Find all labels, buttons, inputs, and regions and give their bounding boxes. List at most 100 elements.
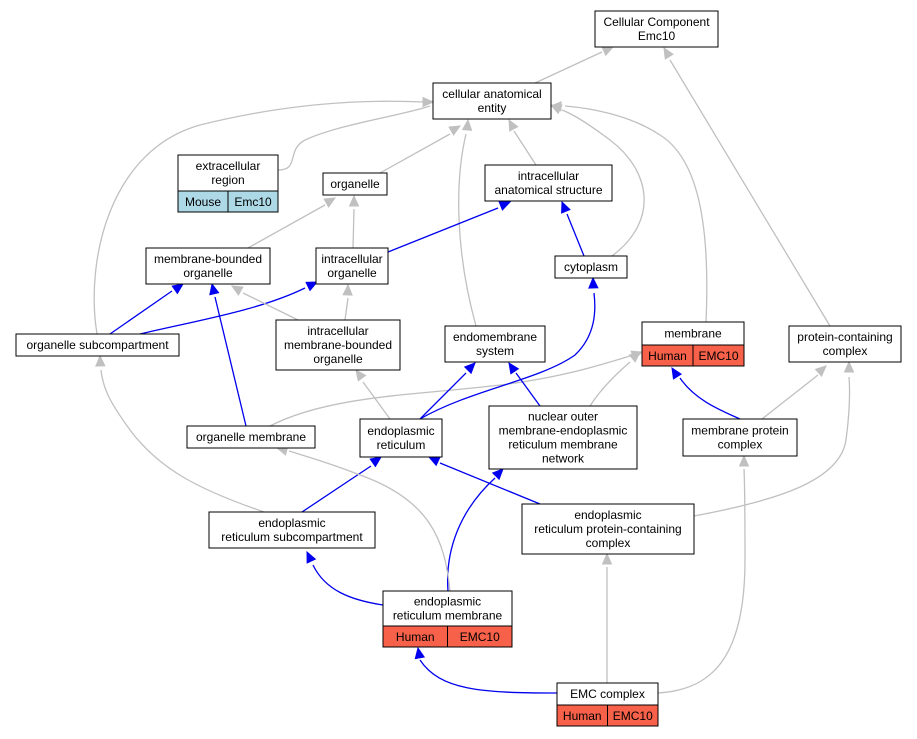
edge-er-protein-containing-complex-to-protein-containing-complex xyxy=(693,360,855,517)
species-label: Mouse xyxy=(185,195,221,209)
node-box xyxy=(682,418,798,457)
node-label-line: reticulum membrane xyxy=(393,609,503,623)
node-organelle-subcompartment[interactable]: organelle subcompartment xyxy=(15,333,180,357)
edge-arrowhead xyxy=(448,125,462,136)
edge-organelle-subcompartment-to-cellular-anatomical-entity xyxy=(93,96,435,335)
edge-membrane-bounded-organelle-to-organelle xyxy=(247,197,337,249)
edge-line xyxy=(269,355,631,427)
edge-membrane-to-cellular-anatomical-entity xyxy=(549,101,708,323)
node-organelle-membrane[interactable]: organelle membrane xyxy=(186,425,316,449)
node-label-line: organelle xyxy=(330,177,380,191)
edge-line xyxy=(566,213,585,257)
node-organelle[interactable]: organelle xyxy=(322,172,388,196)
edge-arrowhead xyxy=(348,194,360,207)
gene-cell xyxy=(607,704,659,727)
edge-arrowhead xyxy=(671,366,683,380)
node-box xyxy=(15,333,180,357)
edge-line xyxy=(312,564,384,606)
node-label-line: endoplasmic xyxy=(414,595,481,609)
edge-line xyxy=(362,381,391,420)
node-box xyxy=(186,425,316,449)
node-box xyxy=(594,10,719,48)
edge-arrowhead xyxy=(230,285,244,296)
node-label-line: reticulum membrane xyxy=(508,438,618,452)
node-label-line: intracellular xyxy=(307,324,368,338)
edge-line xyxy=(561,109,645,257)
edge-line xyxy=(301,465,372,513)
species-label: Human xyxy=(563,709,602,723)
edge-line xyxy=(387,207,499,253)
edge-line xyxy=(247,204,326,249)
node-label-line: network xyxy=(542,452,585,466)
node-label-line: organelle xyxy=(327,266,377,280)
node-box xyxy=(788,325,902,363)
gene-label: Emc10 xyxy=(234,195,272,209)
node-label-line: membrane-endoplasmic xyxy=(499,424,628,438)
edge-arrowhead xyxy=(414,646,426,660)
edge-emc-complex-to-er-protein-containing-complex xyxy=(601,552,613,683)
edge-arrowhead xyxy=(508,118,519,132)
edge-line xyxy=(352,208,355,249)
edge-er-subcompartment-to-endoplasmic-reticulum xyxy=(301,456,382,513)
edge-line xyxy=(589,361,631,407)
edge-arrowhead xyxy=(843,360,855,373)
edge-er-membrane-to-er-subcompartment xyxy=(306,550,384,606)
node-box xyxy=(275,319,401,371)
node-label-line: complex xyxy=(823,344,868,358)
edge-cellular-anatomical-entity-to-cellular-component xyxy=(534,46,615,84)
edge-arrowhead xyxy=(588,276,599,289)
node-label-line: membrane xyxy=(664,327,722,341)
edge-emc-complex-to-er-membrane xyxy=(414,646,558,694)
node-box xyxy=(145,247,271,285)
node-label-line: extracellular xyxy=(196,159,261,173)
edge-protein-containing-complex-to-cellular-component xyxy=(663,46,831,327)
edge-line xyxy=(344,297,349,321)
edge-intracellular-organelle-to-organelle xyxy=(348,194,360,249)
gene-cell xyxy=(447,625,513,648)
edge-endoplasmic-reticulum-to-endomembrane-system xyxy=(419,362,476,420)
edge-intracellular-organelle-to-intracellular-anatomical-structure xyxy=(387,201,512,253)
edge-line xyxy=(693,376,851,517)
node-box xyxy=(359,418,443,458)
node-label-line: anatomical structure xyxy=(494,183,602,197)
gene-cell xyxy=(692,344,745,367)
edge-organelle-subcompartment-to-intracellular-organelle xyxy=(139,281,319,335)
gene-label: EMC10 xyxy=(460,630,500,644)
node-label-line: reticulum xyxy=(377,438,426,452)
edge-endoplasmic-reticulum-to-intracellular-membrane-bounded-organelle xyxy=(355,369,391,420)
edge-endomembrane-system-to-cellular-anatomical-entity xyxy=(458,118,477,327)
edge-line xyxy=(109,290,173,335)
node-label-line: entity xyxy=(478,101,507,115)
edge-arrowhead xyxy=(663,46,674,60)
edge-line xyxy=(214,296,247,427)
edge-arrowhead xyxy=(209,282,220,296)
edge-line xyxy=(679,377,741,420)
node-label-line: endoplasmic xyxy=(367,424,434,438)
node-box xyxy=(521,503,695,555)
node-label-line: region xyxy=(211,173,244,187)
edge-intracellular-membrane-bounded-organelle-to-intracellular-organelle xyxy=(342,283,353,321)
node-label-line: protein-containing xyxy=(797,330,892,344)
gene-label: EMC10 xyxy=(613,709,653,723)
node-cytoplasm[interactable]: cytoplasm xyxy=(554,255,628,279)
edge-nuclear-outer-membrane-er-network-to-membrane xyxy=(589,351,641,407)
node-nuclear-outer-membrane-er-network[interactable]: nuclear outermembrane-endoplasmicreticul… xyxy=(488,405,638,470)
node-label-line: cellular anatomical xyxy=(442,87,541,101)
